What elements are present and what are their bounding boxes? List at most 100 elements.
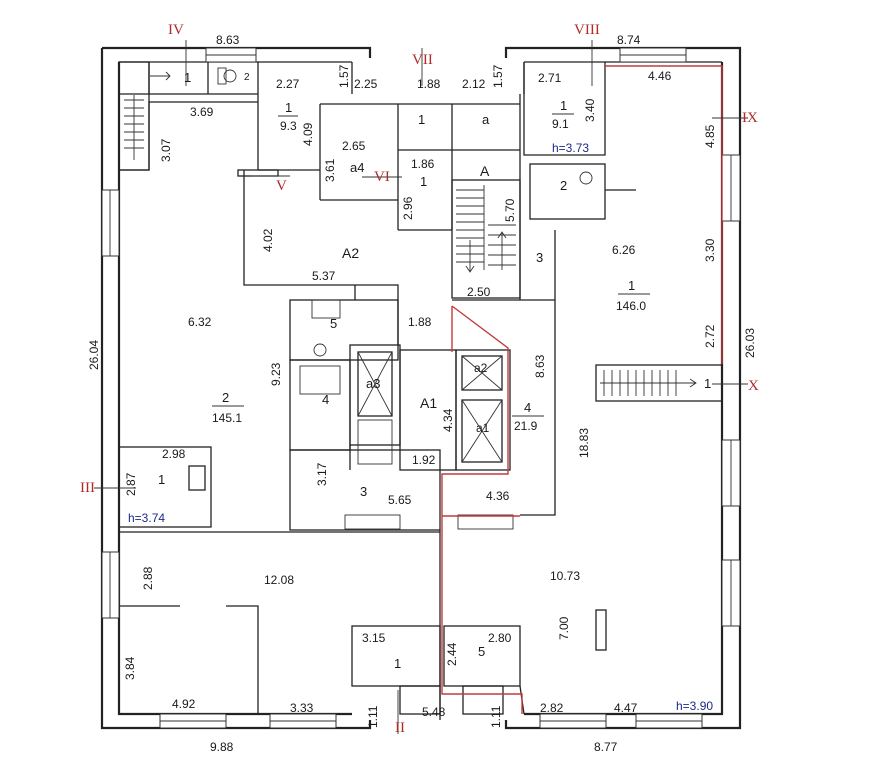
dim-1-92: 1.92 xyxy=(412,453,436,467)
dim-8-63: 8.63 xyxy=(533,354,547,378)
marker-iv: IV xyxy=(168,22,184,38)
dim-18-83: 18.83 xyxy=(577,428,591,458)
room-a2: a2 xyxy=(474,361,488,375)
dim-2-96: 2.96 xyxy=(401,196,415,220)
dim-2-27: 2.27 xyxy=(276,77,300,91)
marker-vii: VII xyxy=(412,52,433,68)
dim-right-side: 26.03 xyxy=(743,328,757,358)
dim-5-70: 5.70 xyxy=(503,198,517,222)
dim-4-85: 4.85 xyxy=(703,124,717,148)
marker-viii: VIII xyxy=(574,22,600,38)
dim-4-09: 4.09 xyxy=(301,122,315,146)
dim-1-88-mid: 1.88 xyxy=(408,315,432,329)
room-2-big-area: 145.1 xyxy=(212,411,242,425)
room-2-big-num: 2 xyxy=(222,390,229,405)
dim-bottom-right: 8.77 xyxy=(594,740,618,754)
stair-top-left xyxy=(124,71,171,160)
stairs xyxy=(124,71,697,396)
room-1-left-small: 1 xyxy=(158,472,165,487)
room-A1: A1 xyxy=(420,395,437,411)
dim-7-00: 7.00 xyxy=(557,616,571,640)
outer-dimensions: 8.63 8.74 26.04 26.03 9.88 8.77 5.48 1.1… xyxy=(87,33,757,754)
dim-3-61: 3.61 xyxy=(323,158,337,182)
room-1-stair-right: 1 xyxy=(704,376,711,391)
dim-2-98: 2.98 xyxy=(162,447,186,461)
dim-12-08: 12.08 xyxy=(264,573,294,587)
dim-9-23: 9.23 xyxy=(269,362,283,386)
marker-vi: VI xyxy=(374,169,390,185)
room-1-top-mid: 1 xyxy=(418,112,425,127)
dim-1-88-top: 1.88 xyxy=(417,77,441,91)
dim-4-02: 4.02 xyxy=(261,228,275,252)
marker-ii: II xyxy=(395,720,405,736)
marker-iii: III xyxy=(80,480,95,496)
dim-left-side: 26.04 xyxy=(87,340,101,370)
room-a-top: a xyxy=(482,112,490,127)
dim-3-69: 3.69 xyxy=(190,105,214,119)
room-1-big-num: 1 xyxy=(628,278,635,293)
dim-6-32: 6.32 xyxy=(188,315,212,329)
dim-4-92: 4.92 xyxy=(172,697,196,711)
dim-3-17: 3.17 xyxy=(315,462,329,486)
dim-bottom-left: 9.88 xyxy=(210,740,234,754)
height-top-right: h=3.73 xyxy=(552,141,589,155)
dim-10-73: 10.73 xyxy=(550,569,580,583)
dim-2-71: 2.71 xyxy=(538,71,562,85)
dim-2-50: 2.50 xyxy=(467,285,491,299)
dim-4-47: 4.47 xyxy=(614,701,638,715)
stair-right xyxy=(600,370,697,396)
section-markers: IV VII VIII IX X III II V VI xyxy=(80,22,759,736)
room-4-mid-right-num: 4 xyxy=(524,400,531,415)
dim-5-37: 5.37 xyxy=(312,269,336,283)
room-1-bottom: 1 xyxy=(394,656,401,671)
dim-4-36: 4.36 xyxy=(486,489,510,503)
dim-top-left: 8.63 xyxy=(216,33,240,47)
dim-2-87: 2.87 xyxy=(124,472,138,496)
room-5-bottom: 5 xyxy=(478,644,485,659)
room-2-small: 2 xyxy=(244,72,250,83)
dim-6-26: 6.26 xyxy=(612,243,636,257)
dim-2-65: 2.65 xyxy=(342,139,366,153)
room-1-upper-left-num: 1 xyxy=(285,100,292,115)
dim-2-12: 2.12 xyxy=(462,77,486,91)
room-1-big-area: 146.0 xyxy=(616,299,646,313)
dim-top-post-left: 1.57 xyxy=(337,64,351,88)
room-1-upper-right-area: 9.1 xyxy=(552,117,569,131)
room-A: A xyxy=(480,163,490,179)
room-4-mid-left: 4 xyxy=(322,392,329,407)
dim-3-15: 3.15 xyxy=(362,631,386,645)
room-1-small-mid: 1 xyxy=(420,174,427,189)
red-boundary xyxy=(441,65,723,714)
room-2-right: 2 xyxy=(560,178,567,193)
dim-3-33: 3.33 xyxy=(290,701,314,715)
room-3-bottom-mid: 3 xyxy=(360,484,367,499)
marker-v: V xyxy=(276,178,287,194)
room-a4: a4 xyxy=(350,160,364,175)
dim-2-44: 2.44 xyxy=(445,642,459,666)
room-1-top-left: 1 xyxy=(184,70,191,85)
dim-top-post-right: 1.57 xyxy=(491,64,505,88)
room-4-mid-right-area: 21.9 xyxy=(514,419,538,433)
marker-ix: IX xyxy=(742,110,758,126)
room-a1: a1 xyxy=(476,421,490,435)
inner-dimensions: 2.27 2.25 1.88 2.12 2.71 4.46 3.69 3.07 … xyxy=(123,69,717,715)
dim-bottom-post-left: 1.11 xyxy=(366,705,380,728)
room-5-mid: 5 xyxy=(330,316,337,331)
dim-2-72: 2.72 xyxy=(703,324,717,348)
stair-a xyxy=(456,185,516,273)
dim-3-07: 3.07 xyxy=(159,138,173,162)
windows xyxy=(101,47,741,729)
dim-1-86: 1.86 xyxy=(411,157,435,171)
height-left: h=3.74 xyxy=(128,511,165,525)
room-3-right: 3 xyxy=(536,250,543,265)
dim-bottom-post-right: 1.11 xyxy=(489,705,503,728)
room-A2: A2 xyxy=(342,245,359,261)
marker-x: X xyxy=(748,378,759,394)
dim-2-25: 2.25 xyxy=(354,77,378,91)
dim-5-65: 5.65 xyxy=(388,493,412,507)
height-bottom-right: h=3.90 xyxy=(676,699,713,713)
dim-2-88: 2.88 xyxy=(141,566,155,590)
dim-3-84: 3.84 xyxy=(123,656,137,680)
dim-2-80: 2.80 xyxy=(488,631,512,645)
